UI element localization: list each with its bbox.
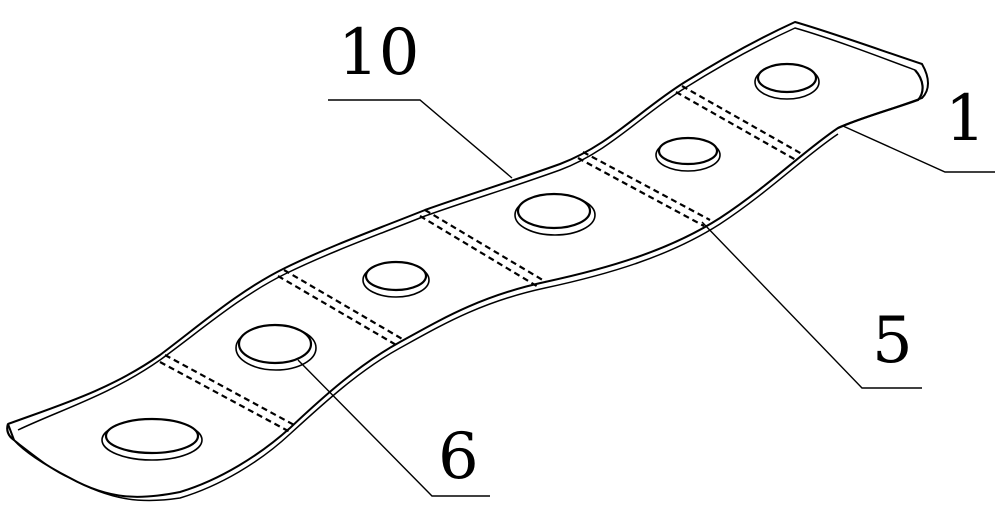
fold-line xyxy=(675,85,803,161)
reference-numerals: 10 1 5 6 xyxy=(338,16,986,494)
boss xyxy=(754,62,820,100)
bosses xyxy=(101,62,820,461)
leader-line-5 xyxy=(701,221,922,389)
fold-line xyxy=(159,354,297,433)
fold-line xyxy=(577,151,711,227)
strip-left-end xyxy=(13,439,71,479)
leader-line-10 xyxy=(328,99,513,179)
strip-bottom-thickness xyxy=(69,133,839,502)
strip-front-edge xyxy=(6,423,15,441)
leader-lines xyxy=(297,99,995,497)
label-10: 10 xyxy=(338,16,419,90)
boss xyxy=(655,136,721,172)
boss xyxy=(514,192,596,236)
boss xyxy=(362,260,430,298)
label-5: 5 xyxy=(872,304,913,378)
label-1: 1 xyxy=(945,82,986,156)
label-6: 6 xyxy=(438,420,479,494)
fold-line xyxy=(277,269,405,347)
leader-line-6 xyxy=(297,359,490,497)
strip-back-inner-edge xyxy=(17,27,916,431)
boss xyxy=(235,323,317,371)
strip-right-end xyxy=(837,69,924,130)
leader-line-1 xyxy=(842,125,995,173)
fold-line xyxy=(419,209,547,289)
boss xyxy=(101,417,203,461)
fold-lines xyxy=(159,85,803,433)
